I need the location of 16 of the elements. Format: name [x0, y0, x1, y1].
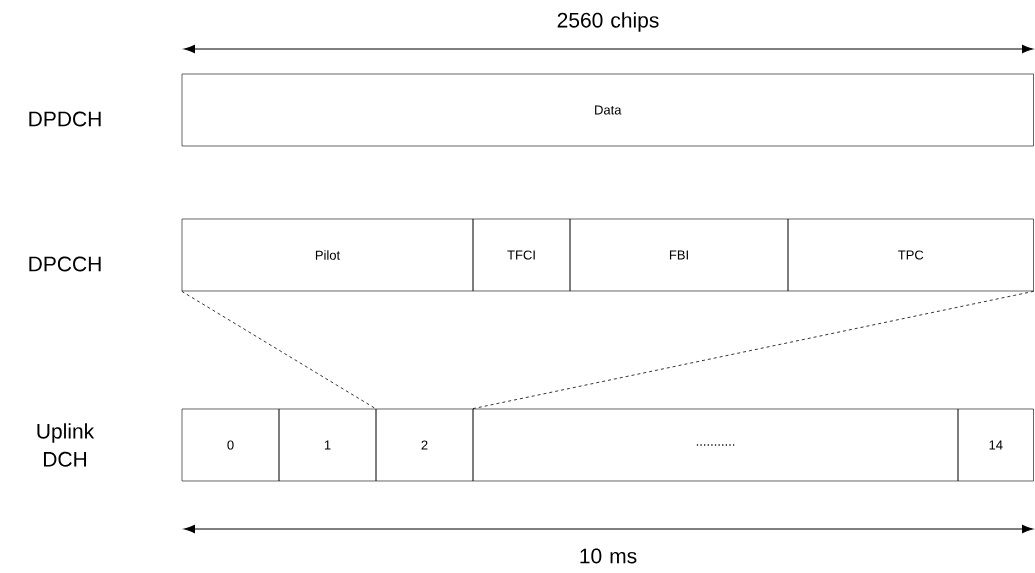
- channel-label: Uplink DCH: [37, 423, 95, 467]
- field-box: 1: [278, 408, 377, 482]
- channel-label: DPDCH: [29, 111, 101, 127]
- field-box: Pilot: [181, 218, 474, 292]
- field-box: 2: [375, 408, 474, 482]
- field-box: Data: [181, 73, 1034, 147]
- field-box: FBI: [569, 218, 789, 292]
- zoom-line: [472, 290, 1035, 410]
- dimension-label: 2560 chips: [557, 12, 659, 32]
- field-box: 14: [957, 408, 1034, 482]
- field-box: TFCI: [472, 218, 571, 292]
- dimension-label: 10 ms: [580, 548, 637, 564]
- field-box: 0: [181, 408, 280, 482]
- field-box: TPC: [787, 218, 1034, 292]
- field-box: ...........: [472, 408, 959, 482]
- channel-label: DPCCH: [29, 256, 101, 272]
